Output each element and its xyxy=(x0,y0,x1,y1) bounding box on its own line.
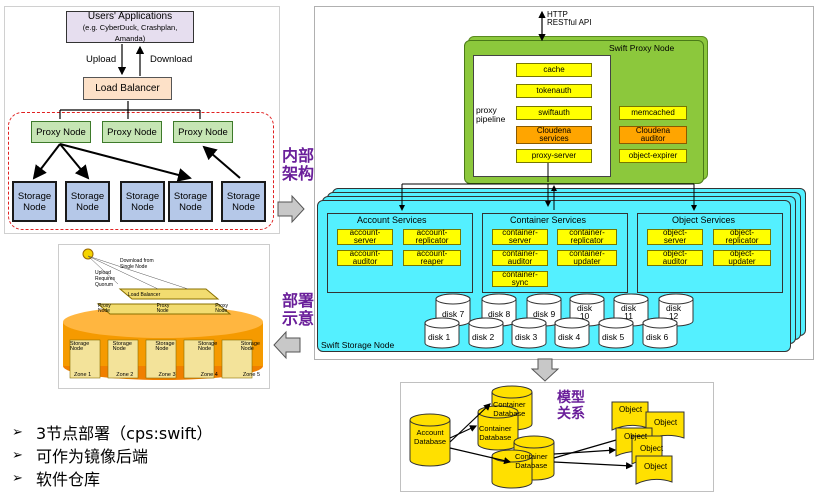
arrow-bullet-icon: ➢ xyxy=(12,446,23,462)
disk-cylinders xyxy=(424,293,694,349)
model-account-db: Account Database xyxy=(414,428,447,446)
bullet-item-2: ➢ 可作为镜像后端 xyxy=(12,446,149,466)
container-services-title: Container Services xyxy=(510,215,587,225)
model-object-3: Object xyxy=(624,432,648,441)
disk-7: disk 7 xyxy=(442,309,465,319)
proxy-node-3: Proxy Node xyxy=(173,121,233,143)
model-drawing xyxy=(409,385,685,489)
side-object-expirer: object-expirer xyxy=(619,149,687,163)
disk-1: disk 1 xyxy=(428,332,451,342)
container-updater: container- updater xyxy=(557,249,617,266)
left-diagram-arrows xyxy=(32,44,241,182)
pipeline-cache: cache xyxy=(516,63,592,77)
load-balancer-box: Load Balancer xyxy=(83,77,172,100)
disk-4: disk 4 xyxy=(558,332,581,342)
users-subtitle: (e.g. CyberDuck, Crashplan, Amanda) xyxy=(82,22,178,43)
pipeline-tokenauth: tokenauth xyxy=(516,84,592,98)
disk-11: disk 11 xyxy=(621,303,637,321)
pipeline-proxy-server: proxy-server xyxy=(516,149,592,163)
container-sync: container- sync xyxy=(492,270,548,287)
container-auditor: container- auditor xyxy=(492,249,548,266)
bullet-list: ➢ 3节点部署（cps:swift） ➢ 可作为镜像后端 ➢ 软件仓库 xyxy=(12,420,212,489)
deploy-proxy-row: Proxy Node Proxy Node Proxy Node xyxy=(98,303,228,314)
disk-6: disk 6 xyxy=(646,332,669,342)
bullet-item-3: ➢ 软件仓库 xyxy=(12,469,101,489)
disk-2: disk 2 xyxy=(472,332,495,342)
right-block-arrow xyxy=(277,194,305,224)
upload-label: Upload xyxy=(86,54,117,65)
restful-label: RESTful API xyxy=(547,18,592,27)
arrow-bullet-icon: ➢ xyxy=(12,423,23,439)
storage-node-title: Swift Storage Node xyxy=(321,340,395,350)
deploy-lb-text: Load Balancer xyxy=(128,292,161,298)
disk-5: disk 5 xyxy=(602,332,625,342)
object-updater: object- updater xyxy=(713,249,771,266)
disk-12: disk 12 xyxy=(666,303,682,321)
account-replicator: account- replicator xyxy=(403,228,461,245)
pipeline-swiftauth: swiftauth xyxy=(516,106,592,120)
proxy-node-2: Proxy Node xyxy=(102,121,162,143)
proxy-pipeline-label: proxy pipeline xyxy=(476,105,506,124)
container-replicator: container- replicator xyxy=(557,228,617,245)
download-label: Download xyxy=(150,54,193,65)
deployment-drawing xyxy=(63,248,263,380)
account-reaper: account- reaper xyxy=(403,249,461,266)
object-server: object- server xyxy=(647,228,703,245)
users-title: Users' Applications xyxy=(87,10,173,22)
arrow-bullet-icon: ➢ xyxy=(12,469,23,485)
disk-10: disk 10 xyxy=(577,303,593,321)
disk-8: disk 8 xyxy=(488,309,511,319)
disk-3: disk 3 xyxy=(515,332,538,342)
bullet-item-1: ➢ 3节点部署（cps:swift） xyxy=(12,423,213,443)
model-object-5: Object xyxy=(644,462,668,471)
model-object-4: Object xyxy=(640,444,664,453)
object-replicator: object- replicator xyxy=(713,228,771,245)
side-memcached: memcached xyxy=(619,106,687,120)
proxy-node-title: Swift Proxy Node xyxy=(609,43,675,53)
model-relationship-frame xyxy=(400,382,714,492)
proxy-cluster-dashed xyxy=(8,112,274,230)
deploy-label: 部署示意 xyxy=(282,291,315,328)
container-server: container- server xyxy=(492,228,548,245)
left-architecture-diagram xyxy=(4,6,280,234)
down-block-arrow xyxy=(530,358,560,382)
account-services-title: Account Services xyxy=(357,215,427,225)
pipeline-cloudena-services: Cloudena services xyxy=(516,126,592,144)
account-server: account- server xyxy=(337,228,393,245)
model-container-db-3: Container Database xyxy=(515,452,548,470)
side-cloudena-auditor: Cloudena auditor xyxy=(619,126,687,144)
object-auditor: object- auditor xyxy=(647,249,703,266)
disk-9: disk 9 xyxy=(533,309,556,319)
model-container-db-1: Container Database xyxy=(493,400,526,418)
left-block-arrow xyxy=(273,330,301,360)
http-label: HTTP xyxy=(547,10,568,19)
object-services-title: Object Services xyxy=(672,215,736,225)
model-container-db-2: Container Database xyxy=(479,424,512,442)
proxy-node-1: Proxy Node xyxy=(31,121,91,143)
account-auditor: account- auditor xyxy=(337,249,393,266)
deploy-upload-text: Upload Requires Quorum xyxy=(95,270,116,288)
model-object-1: Object xyxy=(619,405,643,414)
internal-arch-label: 内部架构 xyxy=(282,146,315,183)
deploy-zones: Storage Node Storage Node Storage Node S… xyxy=(70,341,260,352)
deploy-download-text: Download from Single Node xyxy=(120,258,154,270)
model-label: 模型关系 xyxy=(557,390,585,422)
model-object-2: Object xyxy=(654,418,678,427)
users-applications-box: Users' Applications (e.g. CyberDuck, Cra… xyxy=(66,11,194,43)
swift-architecture-frame xyxy=(314,6,814,360)
architecture-connectors xyxy=(399,10,697,211)
